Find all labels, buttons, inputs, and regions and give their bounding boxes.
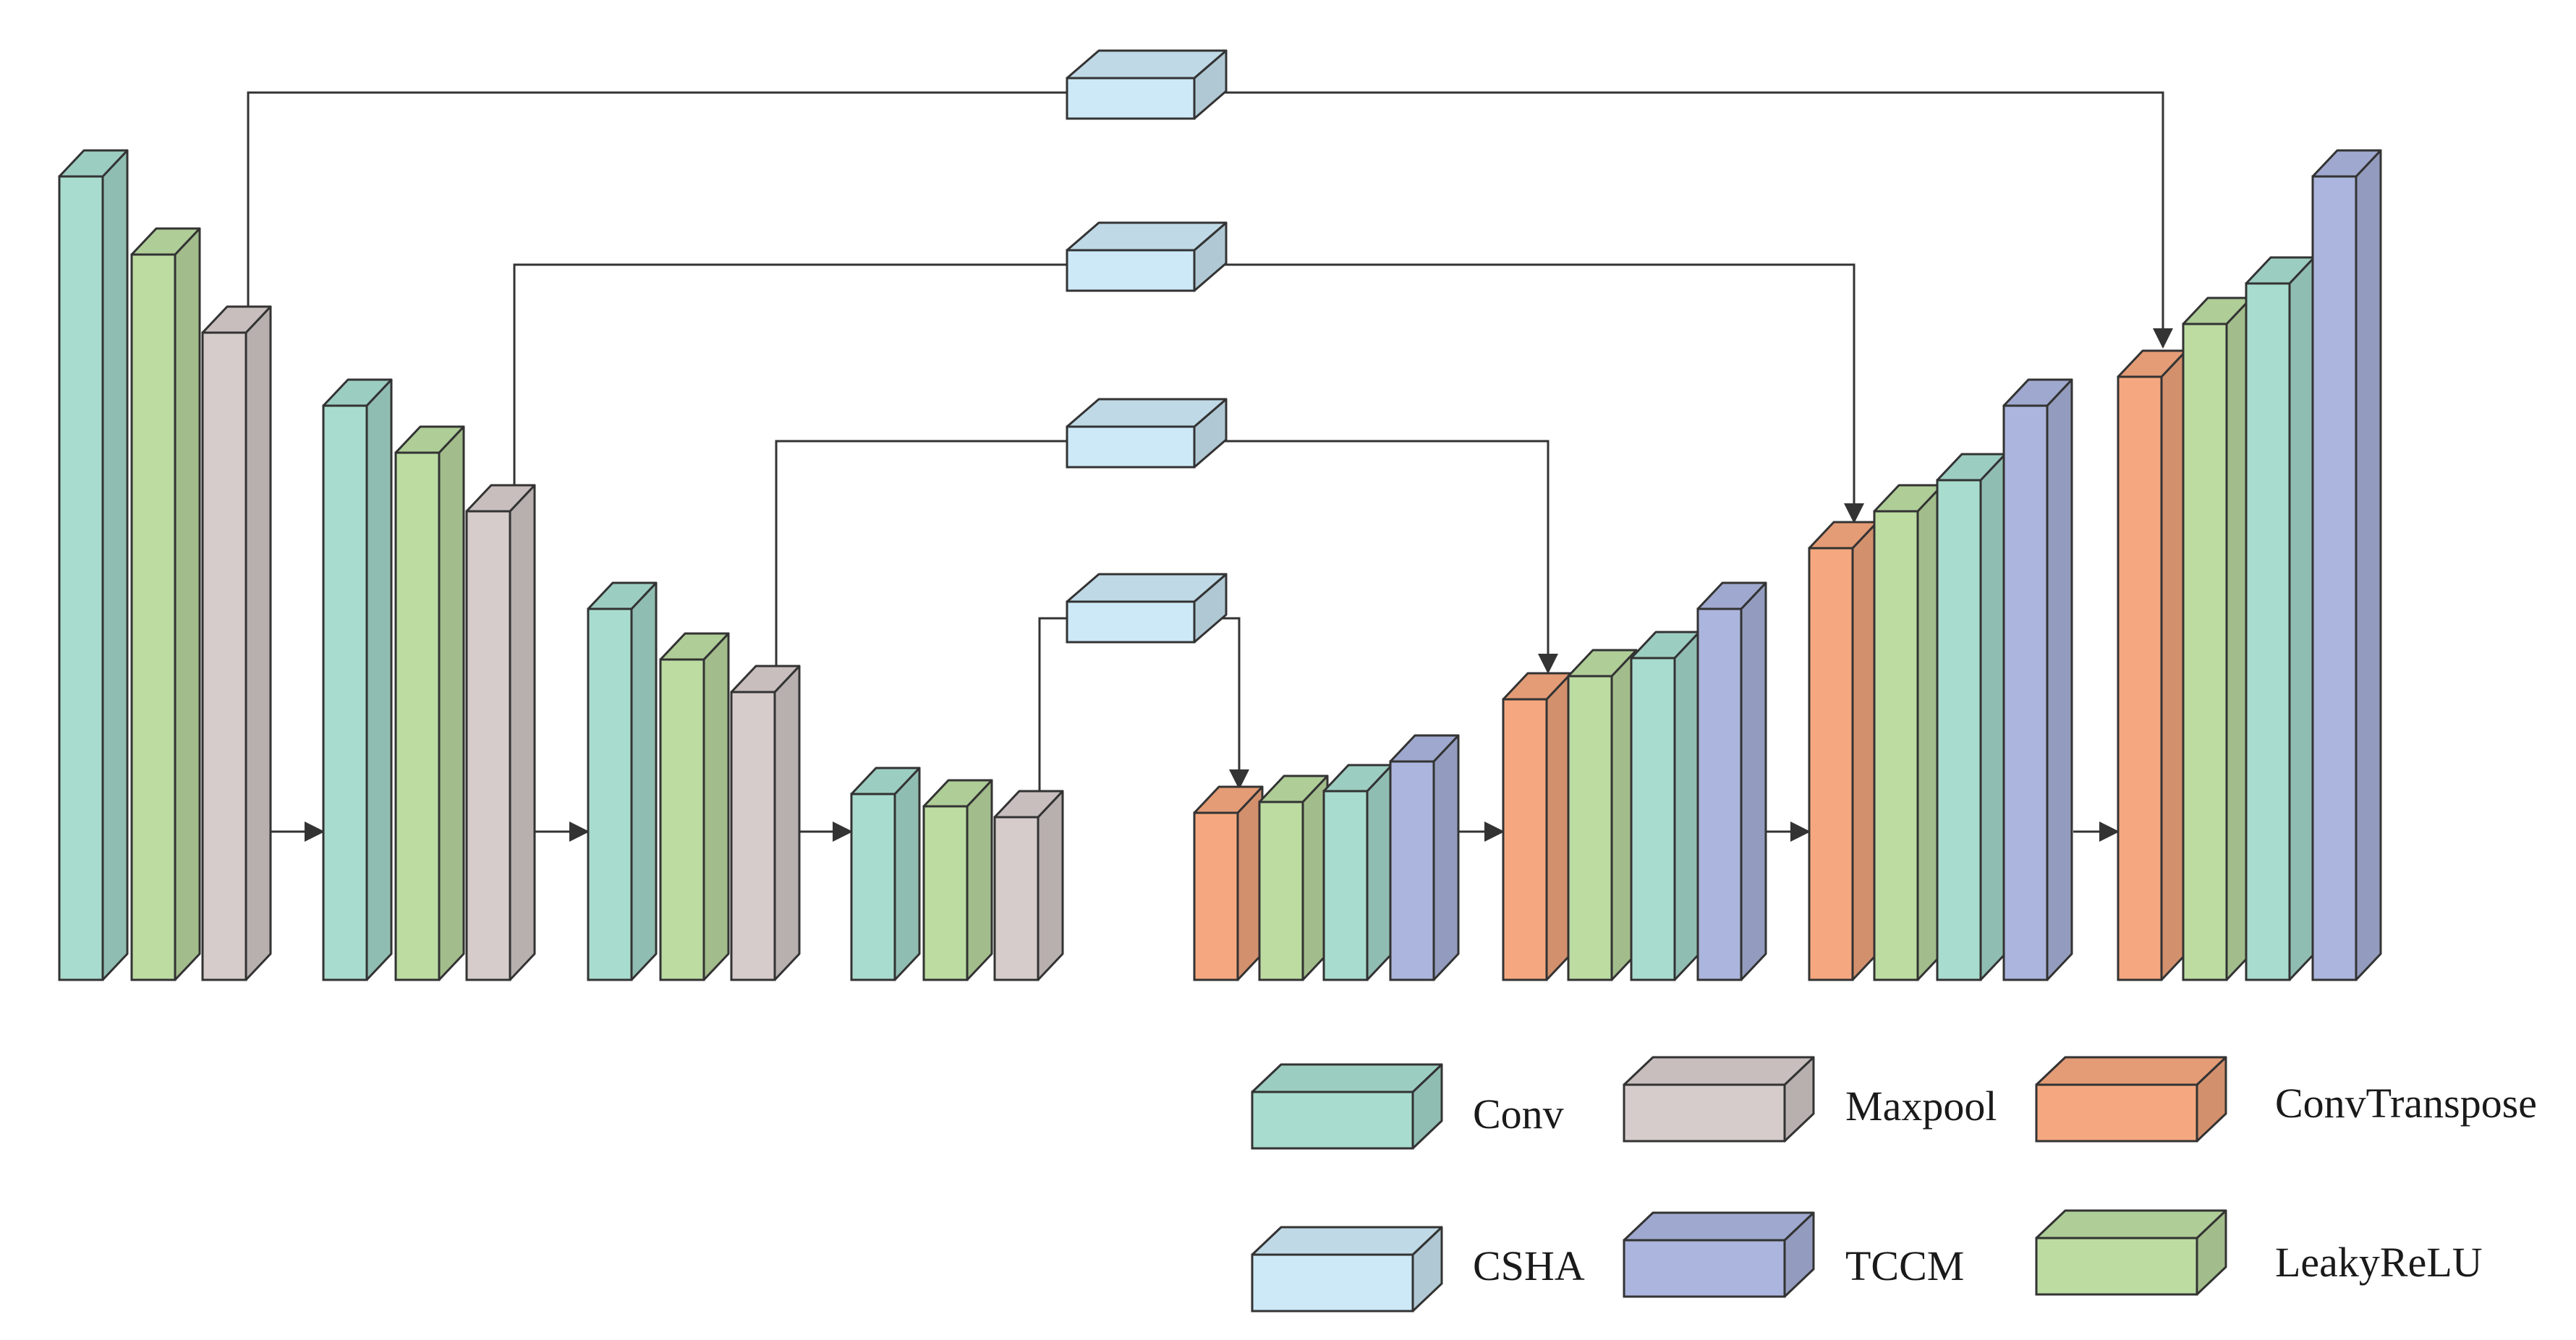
conv-block xyxy=(1936,453,2007,981)
conv-block xyxy=(850,767,921,981)
decoder-1-stage xyxy=(1193,734,1460,981)
leakyrelu-block xyxy=(394,425,465,981)
legend-swatch-conv xyxy=(1251,1063,1443,1150)
skip-connection-in xyxy=(775,440,1067,688)
convtranspose-block xyxy=(1808,521,1879,981)
legend-swatch-csha xyxy=(1251,1226,1443,1313)
legend-label-conv: Conv xyxy=(1473,1091,1564,1138)
skip-connection-in xyxy=(1038,617,1067,813)
legend-item-leakyrelu: LeakyReLU xyxy=(2035,1209,2483,1296)
conv-block xyxy=(2245,256,2316,981)
tccm-block xyxy=(2311,149,2382,981)
conv-block xyxy=(1322,764,1393,981)
legend-label-maxpool: Maxpool xyxy=(1845,1083,1997,1130)
leakyrelu-block xyxy=(922,779,993,981)
csha-block xyxy=(1066,398,1228,469)
tccm-block xyxy=(1389,734,1460,981)
maxpool-block xyxy=(730,665,801,981)
encoder-2-stage xyxy=(322,378,536,981)
legend-swatch-maxpool xyxy=(1623,1056,1815,1143)
leakyrelu-block xyxy=(2182,296,2253,981)
legend-label-leakyrelu: LeakyReLU xyxy=(2275,1239,2483,1286)
legend-item-tccm: TCCM xyxy=(1623,1211,1964,1298)
encoder-1-stage xyxy=(58,149,272,981)
leakyrelu-block xyxy=(1567,649,1638,981)
skip-connection-out xyxy=(1194,91,2173,349)
convtranspose-block xyxy=(1193,785,1264,981)
legend-label-tccm: TCCM xyxy=(1845,1242,1964,1289)
legend-label-convtranspose: ConvTranspose xyxy=(2275,1080,2537,1127)
layer-blocks xyxy=(58,149,2382,981)
legend-swatch-leakyrelu xyxy=(2035,1209,2227,1296)
legend-label-csha: CSHA xyxy=(1473,1242,1585,1289)
skip-connection-in xyxy=(513,263,1067,507)
skip-connection-out xyxy=(1194,617,1249,790)
leakyrelu-block xyxy=(130,227,201,981)
maxpool-block xyxy=(201,305,272,981)
skip-connection-out xyxy=(1194,440,1558,674)
tccm-block xyxy=(1696,581,1767,981)
maxpool-block xyxy=(993,790,1064,981)
csha-block xyxy=(1066,221,1228,292)
conv-block xyxy=(1630,631,1701,981)
leakyrelu-block xyxy=(1258,774,1329,981)
conv-block xyxy=(58,149,129,981)
legend-swatch-convtranspose xyxy=(2035,1056,2227,1143)
csha-skip-blocks xyxy=(1066,49,1228,644)
csha-block xyxy=(1066,573,1228,644)
maxpool-block xyxy=(465,484,536,981)
skip-connection-in xyxy=(247,91,1067,328)
leakyrelu-block xyxy=(1873,484,1944,981)
conv-block xyxy=(587,581,658,981)
decoder-3-stage xyxy=(1808,378,2073,981)
encoder-4-stage xyxy=(850,767,1064,981)
legend-item-convtranspose: ConvTranspose xyxy=(2035,1056,2537,1143)
legend-item-csha: CSHA xyxy=(1251,1226,1585,1313)
skip-connection-lines xyxy=(247,91,2173,813)
decoder-2-stage xyxy=(1502,581,1767,981)
legend-item-maxpool: Maxpool xyxy=(1623,1056,1997,1143)
encoder-3-stage xyxy=(587,581,801,981)
leakyrelu-block xyxy=(659,632,730,981)
legend-item-conv: Conv xyxy=(1251,1063,1564,1150)
decoder-4-stage xyxy=(2117,149,2382,981)
skip-connection-out xyxy=(1194,263,1864,524)
conv-block xyxy=(322,378,393,981)
csha-block xyxy=(1066,49,1228,120)
tccm-block xyxy=(2002,378,2073,981)
convtranspose-block xyxy=(1502,672,1573,981)
convtranspose-block xyxy=(2117,349,2188,981)
legend-swatch-tccm xyxy=(1623,1211,1815,1298)
